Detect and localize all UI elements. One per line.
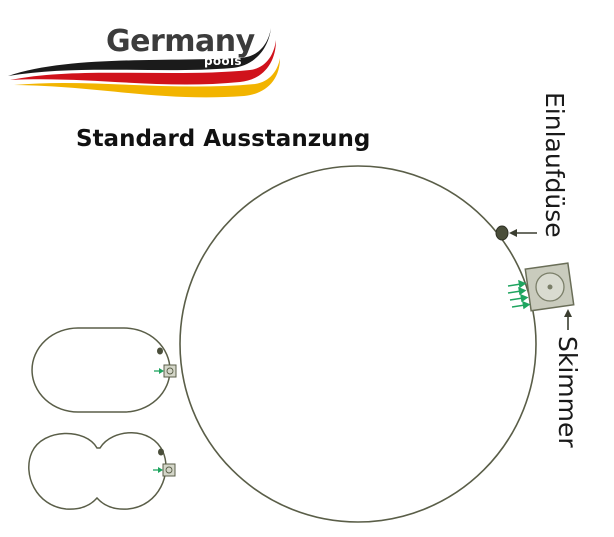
inlet-label: Einlaufdüse: [540, 92, 569, 238]
logo-swoosh: [8, 28, 280, 98]
inlet-pointer: [509, 229, 537, 237]
figure-eight-pool: [28, 432, 176, 510]
skimmer-label: Skimmer: [553, 336, 582, 448]
round-pool: [179, 165, 537, 523]
page-title: Standard Ausstanzung: [76, 126, 371, 152]
inlet-nozzle-icon: [495, 225, 509, 241]
skimmer-pointer: [564, 309, 572, 330]
flow-arrow-icon: [507, 279, 531, 310]
oval-pool: [31, 327, 177, 413]
skimmer-icon: [524, 262, 575, 312]
logo-wordmark: Germany: [106, 24, 255, 59]
logo-subtitle: pools: [204, 54, 242, 68]
